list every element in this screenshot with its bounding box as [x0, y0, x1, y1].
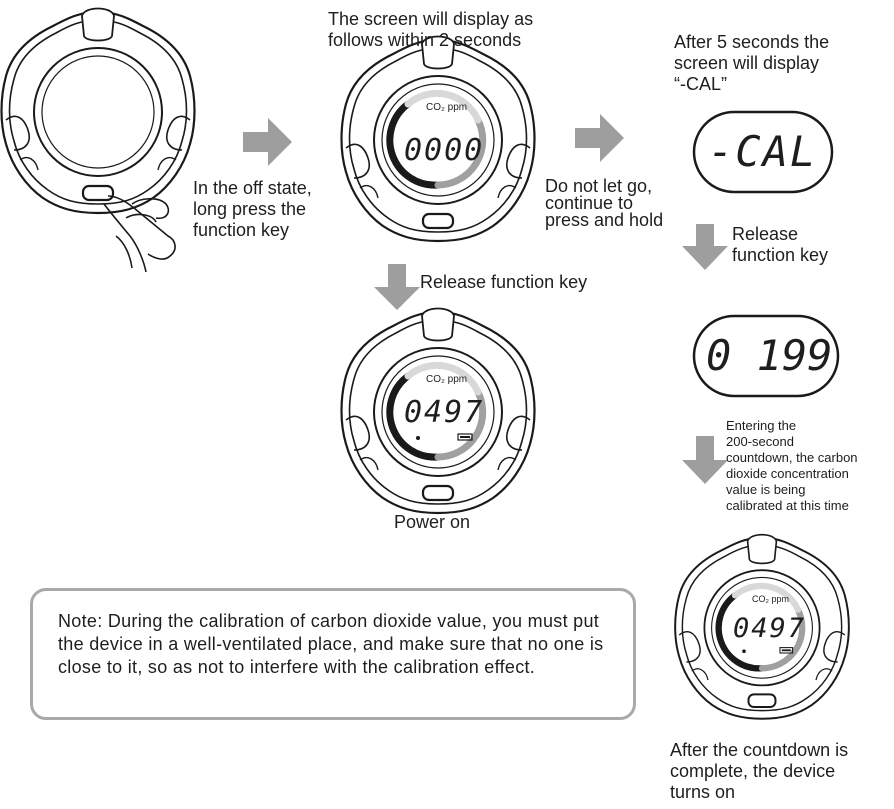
hold-label: Do not let go, continue to press and hol…	[545, 176, 664, 230]
countdown-label: Entering the 200-second countdown, the c…	[726, 418, 858, 513]
arrow-right-icon	[243, 118, 292, 166]
countdown-display-frame	[692, 314, 840, 398]
lcd-value-0000: 0000	[404, 133, 485, 168]
finger-icon	[103, 195, 176, 273]
note-text: Note: During the calibration of carbon d…	[58, 611, 604, 677]
step3-title: After 5 seconds the screen will display …	[674, 32, 830, 94]
device-off-illustration	[0, 7, 196, 215]
arrow-down-icon	[682, 436, 728, 484]
release-key-label: Release function key	[420, 272, 588, 292]
device-final	[674, 533, 850, 720]
arrow-down-icon	[682, 224, 728, 270]
step1-label: In the off state, long press the functio…	[193, 178, 312, 240]
power-on-label: Power on	[394, 512, 471, 532]
cal-display-value: -CAL	[708, 127, 818, 176]
arrow-down-icon	[374, 264, 420, 310]
arrow-right-icon	[575, 114, 624, 162]
lcd-unit-label: CO₂ ppm	[426, 102, 468, 113]
cal-display-frame	[692, 110, 834, 194]
lcd-value-power-on: 0497	[404, 395, 485, 430]
step2-title: The screen will display as follows withi…	[328, 9, 534, 50]
countdown-display-value: 0 199	[706, 331, 833, 380]
lcd-unit-label: CO₂ ppm	[426, 374, 468, 385]
lcd-unit-label: CO₂ ppm	[752, 594, 790, 604]
note-box	[30, 588, 636, 720]
device-power-on	[340, 307, 536, 515]
lcd-value-final: 0497	[733, 613, 807, 644]
release-function-label: Release function key	[732, 224, 829, 265]
final-label: After the countdown is complete, the dev…	[670, 740, 849, 802]
